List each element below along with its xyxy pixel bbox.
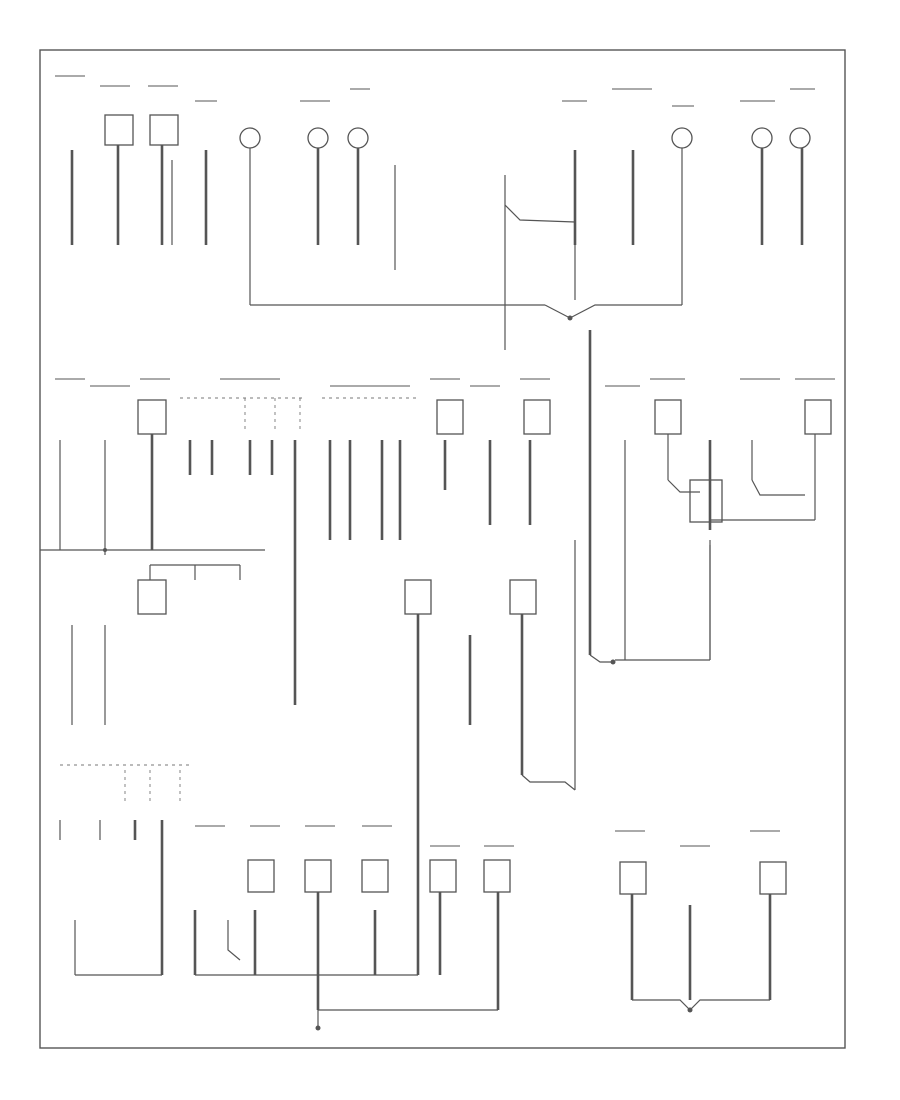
bottom-left-connector (60, 764, 190, 805)
mid-right-return (589, 545, 711, 663)
top-diagonal-jumper (504, 204, 576, 223)
component-boxes-bottom (247, 859, 787, 895)
top-section (70, 114, 811, 350)
ground-node-bottom-mid (315, 1025, 321, 1031)
component-boxes-mid (137, 399, 832, 615)
vertical-wires-bottom (59, 820, 772, 1010)
component-boxes-top (104, 114, 179, 146)
lamp-symbols-top (239, 127, 811, 149)
top-ground-bus (250, 304, 682, 319)
mid-left-bus (40, 549, 265, 580)
illegible-caption-marks (55, 75, 835, 847)
connector-brackets-mid (180, 397, 420, 430)
vertical-wires-top (70, 145, 804, 350)
ground-node-mid-right (610, 659, 616, 665)
mid-lower-right-leg (521, 774, 576, 791)
bottom-right-ground-bus (632, 999, 770, 1011)
bottom-left-wire-run (75, 920, 418, 976)
mid-right-feed (667, 470, 816, 521)
diagram-frame (39, 49, 846, 1049)
ground-node-top (567, 315, 573, 321)
vertical-wires-mid (59, 150, 816, 975)
bottom-mid-ground-lead (317, 1009, 498, 1028)
splice-node-mid-left (103, 548, 107, 552)
ground-node-bottom-right (687, 1007, 693, 1013)
middle-section (40, 150, 832, 975)
bottom-section (59, 764, 787, 1031)
